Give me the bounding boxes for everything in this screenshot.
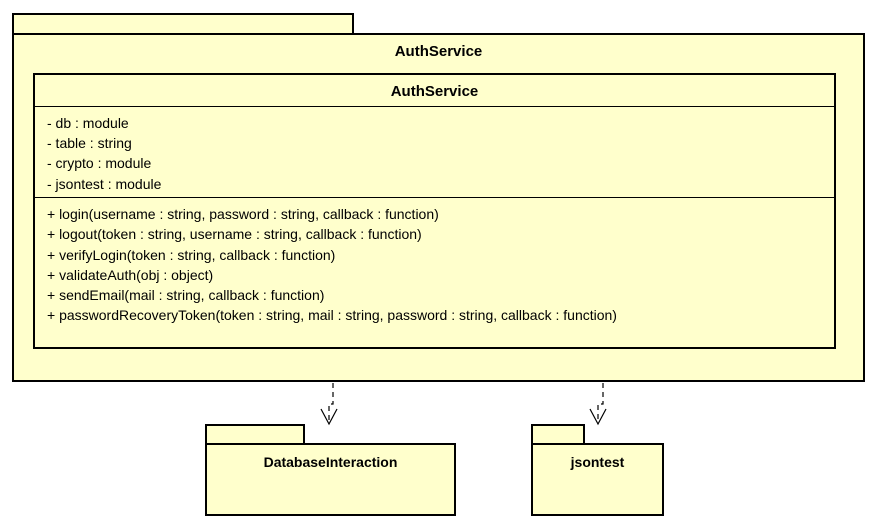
- package-databaseinteraction[interactable]: DatabaseInteraction: [205, 443, 456, 516]
- class-attribute: - db : module: [47, 115, 129, 131]
- class-operation: + sendEmail(mail : string, callback : fu…: [47, 287, 325, 303]
- class-operation: + passwordRecoveryToken(token : string, …: [47, 307, 617, 323]
- package-authservice[interactable]: AuthService AuthService - db : module - …: [12, 33, 865, 382]
- class-operation: + verifyLogin(token : string, callback :…: [47, 247, 336, 263]
- dependency-arrow-jsontest: [589, 383, 607, 426]
- package-title: DatabaseInteraction: [263, 454, 398, 470]
- class-operation: + validateAuth(obj : object): [47, 267, 214, 283]
- class-operation: + logout(token : string, username : stri…: [47, 226, 422, 242]
- class-attribute: - crypto : module: [47, 155, 152, 171]
- class-attribute: - jsontest : module: [47, 176, 162, 192]
- package-jsontest[interactable]: jsontest: [531, 443, 664, 516]
- package-title: jsontest: [570, 454, 625, 470]
- class-divider-name: [35, 106, 834, 107]
- class-attribute: - table : string: [47, 135, 132, 151]
- class-operation: + login(username : string, password : st…: [47, 206, 439, 222]
- dependency-arrow-databaseinteraction: [320, 383, 338, 426]
- class-divider-attributes: [35, 197, 834, 198]
- class-title: AuthService: [390, 83, 479, 100]
- class-authservice[interactable]: AuthService - db : module - table : stri…: [33, 73, 836, 349]
- package-title: AuthService: [394, 43, 483, 60]
